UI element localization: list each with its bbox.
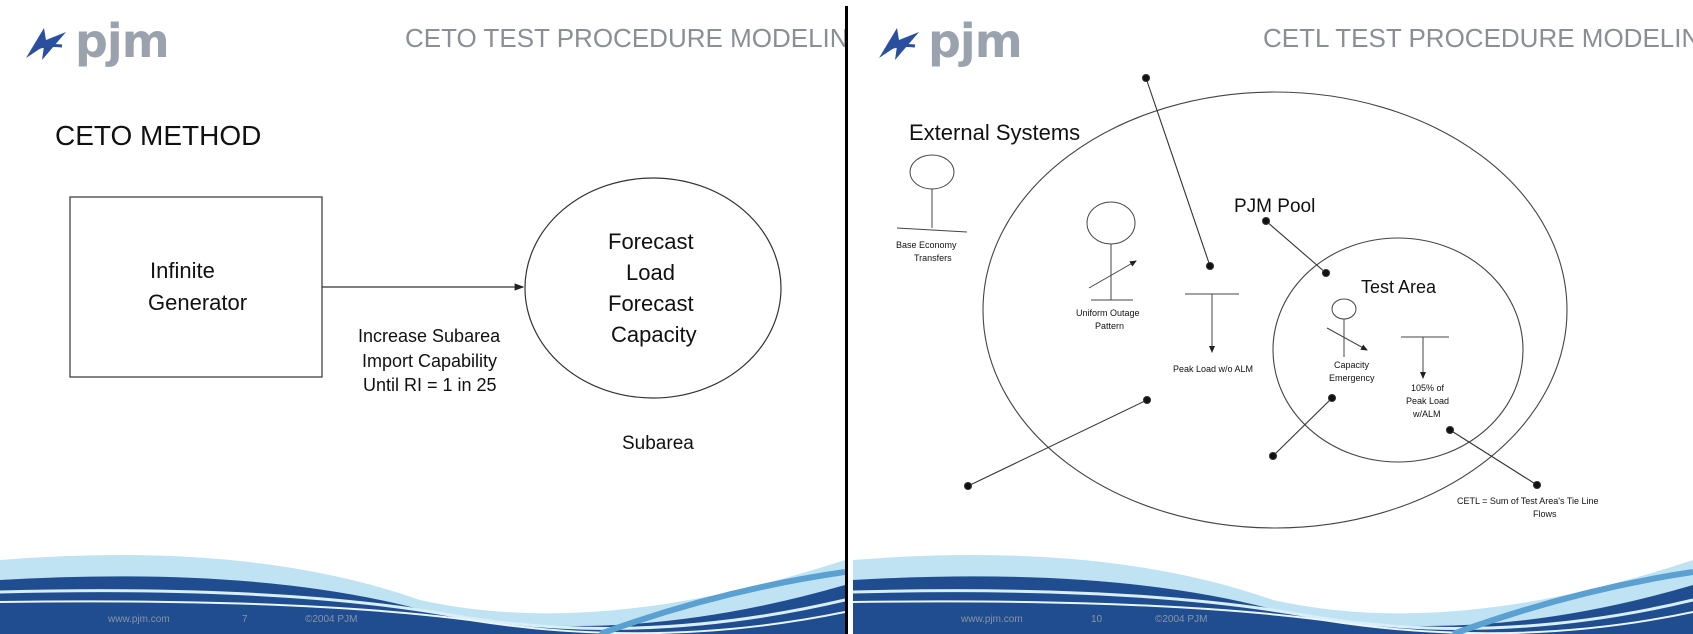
base-economy-line-1: Base Economy — [896, 240, 957, 250]
uniform-outage-line-1: Uniform Outage — [1076, 308, 1140, 318]
footer-site: www.pjm.com — [961, 614, 1023, 625]
arrow-label-line-2: Import Capability — [362, 351, 498, 371]
footer-page: 10 — [1091, 614, 1103, 625]
uniform-outage-generator — [1086, 201, 1136, 245]
capacity-emergency-generator — [1331, 298, 1357, 320]
method-heading: CETO METHOD — [55, 120, 262, 151]
circle-line-1: Forecast — [608, 229, 694, 254]
arrow-label-line-1: Increase Subarea — [358, 326, 501, 346]
pjm-logo: pjm — [928, 14, 1023, 68]
slide-divider — [845, 6, 848, 634]
footer-page: 7 — [242, 614, 248, 625]
footer-copyright: ©2004 PJM — [1155, 614, 1208, 625]
footer-copyright: ©2004 PJM — [305, 614, 358, 625]
capacity-emergency-line-1: Capacity — [1334, 360, 1370, 370]
slide-title: CETO TEST PROCEDURE MODELING — [405, 23, 845, 53]
subarea-label: Subarea — [622, 433, 694, 454]
test-area-label: Test Area — [1361, 277, 1437, 297]
pjm-logo: pjm — [75, 14, 170, 68]
uniform-outage-line-2: Pattern — [1095, 321, 1125, 331]
slide-ceto: pjm CETO TEST PROCEDURE MODELING CETO ME… — [0, 0, 845, 634]
pjm-logo-mark-icon — [26, 28, 66, 60]
peak-105-line-3: w/ALM — [1413, 409, 1441, 419]
subarea-circle — [524, 177, 782, 399]
peak-load-label: Peak Load w/o ALM — [1173, 364, 1254, 374]
pjm-logo-mark-icon — [879, 28, 919, 60]
test-area-ellipse — [1272, 237, 1524, 463]
arrow-label-line-3: Until RI = 1 in 25 — [363, 375, 497, 395]
footer-site: www.pjm.com — [108, 614, 170, 625]
peak-105-line-1: 105% of — [1411, 383, 1445, 393]
ceto-diagram — [0, 177, 845, 634]
base-economy-generator — [909, 154, 955, 190]
pjm-pool-ellipse — [982, 91, 1568, 529]
footer-wave — [0, 555, 845, 634]
peak-105-line-2: Peak Load — [1406, 396, 1450, 406]
circle-line-3: Forecast — [608, 291, 694, 316]
base-economy-line-2: Transfers — [914, 253, 952, 263]
circle-line-4: Capacity — [611, 322, 697, 347]
pjm-pool-label: PJM Pool — [1234, 196, 1316, 217]
circle-line-2: Load — [626, 260, 675, 285]
external-systems-label: External Systems — [909, 120, 1081, 145]
slide-title: CETL TEST PROCEDURE MODELING — [1263, 23, 1693, 53]
box-line-2: Generator — [148, 290, 248, 315]
cetl-note-line-1: CETL = Sum of Test Area's Tie Line — [1457, 496, 1599, 506]
footer-wave — [853, 555, 1693, 634]
pointer-lines — [963, 73, 1542, 491]
cetl-note-line-2: Flows — [1533, 509, 1557, 519]
box-line-1: Infinite — [150, 258, 215, 283]
cetl-diagram — [853, 73, 1693, 634]
capacity-emergency-line-2: Emergency — [1329, 373, 1375, 383]
infinite-generator-box — [69, 196, 323, 378]
slide-cetl: pjm CETL TEST PROCEDURE MODELING — [853, 0, 1693, 634]
